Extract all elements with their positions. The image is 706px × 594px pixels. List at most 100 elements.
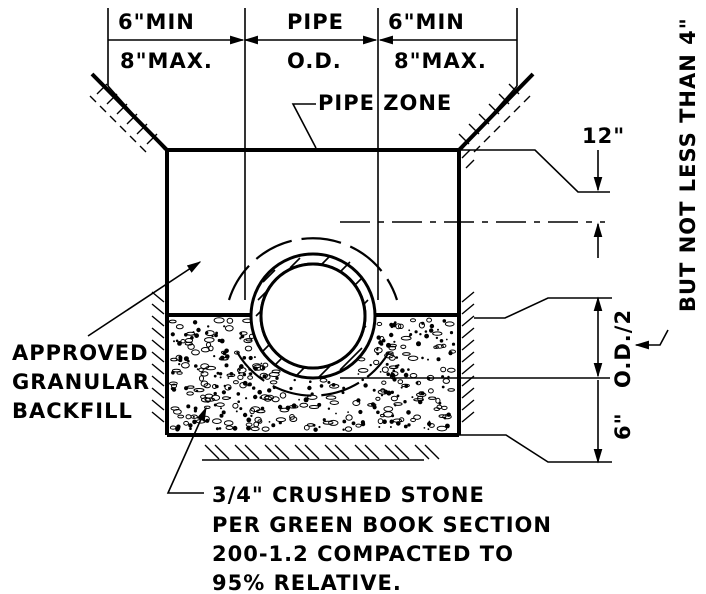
bedding-depth-label: 6" bbox=[611, 412, 635, 440]
stone-speck bbox=[233, 380, 239, 385]
stone-note-line2: PER GREEN BOOK SECTION bbox=[212, 513, 552, 537]
stone-speck bbox=[271, 396, 280, 403]
stone-speck bbox=[237, 400, 240, 404]
stone-speck bbox=[176, 424, 181, 429]
stone-speck bbox=[319, 384, 324, 388]
left-clearance-max-label: 8"MAX. bbox=[120, 49, 213, 73]
stone-speck bbox=[278, 421, 282, 425]
stone-speck bbox=[391, 414, 395, 418]
stone-speck bbox=[433, 345, 439, 349]
stone-speck bbox=[169, 381, 178, 386]
stone-note-line1: 3/4" CRUSHED STONE bbox=[212, 483, 485, 507]
stone-speck bbox=[372, 405, 377, 410]
stone-speck bbox=[275, 417, 286, 423]
stone-speck bbox=[445, 423, 450, 429]
stone-speck bbox=[303, 397, 309, 403]
stone-speck bbox=[252, 364, 264, 371]
stone-speck bbox=[194, 333, 200, 338]
stone-speck bbox=[376, 346, 379, 349]
stone-speck bbox=[451, 342, 456, 346]
stone-speck bbox=[344, 426, 353, 432]
stone-speck bbox=[260, 406, 265, 411]
stone-speck bbox=[402, 352, 411, 356]
cover-depth-label: 12" bbox=[582, 124, 625, 148]
stone-speck bbox=[224, 384, 232, 391]
stone-speck bbox=[180, 339, 186, 344]
stone-speck bbox=[436, 404, 443, 410]
stone-speck bbox=[432, 331, 443, 336]
stone-speck bbox=[171, 370, 175, 375]
pipe-zone-leader bbox=[291, 103, 317, 149]
stone-speck bbox=[376, 352, 380, 356]
stone-speck bbox=[243, 338, 253, 344]
stone-speck bbox=[253, 366, 258, 371]
stone-speck bbox=[242, 372, 247, 377]
stone-speck bbox=[186, 404, 191, 409]
stone-speck bbox=[436, 357, 441, 362]
stone-speck bbox=[215, 427, 219, 431]
stone-speck bbox=[183, 356, 189, 362]
stone-speck bbox=[213, 355, 216, 358]
stone-speck bbox=[313, 427, 318, 432]
stone-speck bbox=[205, 418, 210, 423]
stone-speck bbox=[253, 394, 258, 400]
stone-speck bbox=[376, 348, 379, 351]
stone-speck bbox=[259, 396, 263, 399]
stone-speck bbox=[389, 322, 394, 327]
left-clearance-min-label: 6"MIN bbox=[118, 10, 195, 34]
stone-speck bbox=[409, 373, 418, 379]
stone-speck bbox=[257, 389, 263, 395]
stone-speck bbox=[213, 391, 217, 396]
stone-speck bbox=[361, 422, 366, 427]
stone-speck bbox=[414, 330, 418, 334]
stone-speck bbox=[205, 331, 209, 335]
stone-speck bbox=[409, 333, 413, 336]
pipe bbox=[249, 252, 377, 380]
stone-speck bbox=[264, 374, 271, 380]
stone-speck bbox=[279, 392, 287, 399]
stone-speck bbox=[200, 397, 212, 403]
stone-speck bbox=[175, 324, 184, 330]
stone-speck bbox=[411, 396, 414, 399]
stone-speck bbox=[193, 406, 198, 411]
stone-speck bbox=[389, 426, 392, 428]
stone-speck bbox=[298, 398, 300, 401]
stone-speck bbox=[376, 410, 380, 415]
stone-speck bbox=[308, 405, 320, 409]
stone-speck bbox=[380, 394, 384, 397]
stone-speck bbox=[224, 325, 234, 332]
stone-speck bbox=[252, 386, 256, 390]
stone-speck bbox=[419, 333, 422, 336]
clearance-arcs bbox=[227, 237, 399, 397]
stone-speck bbox=[229, 396, 232, 399]
stone-speck bbox=[447, 388, 456, 392]
stone-speck bbox=[428, 420, 431, 423]
stone-speck bbox=[218, 372, 223, 376]
backfill-label-line2: GRANULAR bbox=[12, 370, 150, 394]
stone-speck bbox=[383, 389, 388, 394]
stone-speck bbox=[406, 410, 411, 415]
right-dimensions bbox=[459, 149, 669, 464]
stone-speck bbox=[355, 423, 362, 428]
stone-speck bbox=[381, 366, 389, 373]
stone-speck bbox=[268, 421, 271, 423]
stone-speck bbox=[200, 347, 210, 353]
stone-speck bbox=[289, 414, 295, 420]
stone-speck bbox=[369, 363, 372, 367]
stone-speck bbox=[170, 383, 178, 389]
stone-speck bbox=[400, 344, 407, 349]
stone-speck bbox=[221, 390, 226, 395]
stone-speck bbox=[192, 331, 195, 334]
stone-speck bbox=[420, 391, 425, 396]
stone-speck bbox=[435, 336, 439, 340]
stone-speck bbox=[442, 414, 452, 420]
right-clearance-min-label: 6"MIN bbox=[388, 10, 465, 34]
stone-speck bbox=[310, 392, 314, 396]
stone-speck bbox=[267, 388, 272, 393]
stone-speck bbox=[196, 327, 201, 333]
backfill-leader bbox=[87, 261, 202, 337]
stone-speck bbox=[328, 419, 339, 426]
stone-speck bbox=[426, 317, 433, 323]
stone-speck bbox=[375, 396, 381, 401]
